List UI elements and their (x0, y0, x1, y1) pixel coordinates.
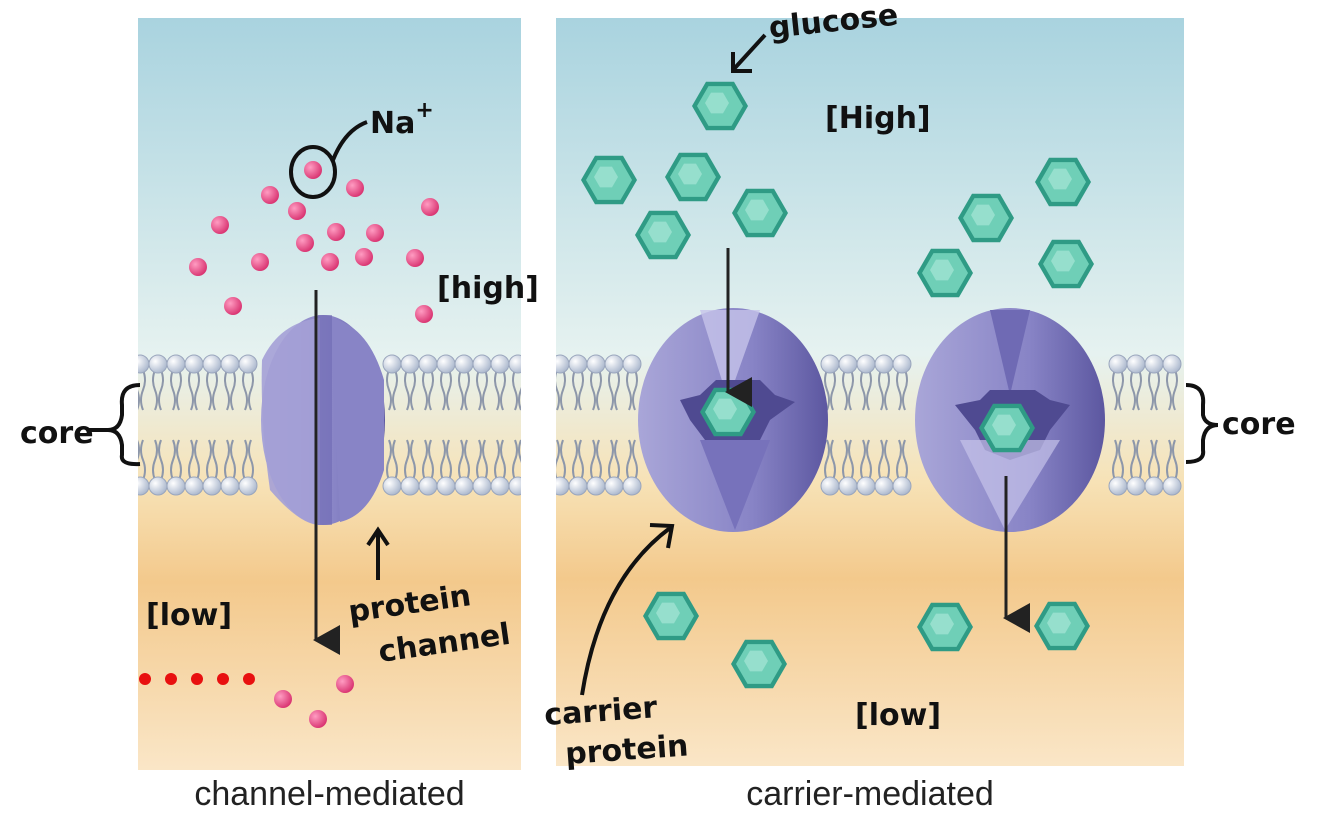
sodium-ion (189, 258, 207, 276)
right-annotations: glucose [High] [low] core carrier protei… (543, 0, 1295, 772)
glucose-molecule (917, 248, 973, 298)
right-low-label: [low] (855, 698, 941, 733)
left-annotations: Na+ [high] [low] core protein channel (20, 98, 539, 685)
glucose-molecule (1035, 157, 1091, 207)
glucose-molecule (1038, 239, 1094, 289)
na-pointer-line (331, 120, 368, 161)
left-core-bracket (88, 383, 141, 467)
left-low-label: [low] (146, 598, 232, 633)
glucose-molecule (732, 188, 788, 238)
na-label: Na+ (370, 98, 434, 141)
right-core-label: core (1222, 407, 1296, 442)
left-core-label: core (20, 416, 94, 451)
carrier-label: carrier (543, 690, 658, 733)
sodium-ions (189, 161, 439, 728)
sodium-ion (321, 253, 339, 271)
sodium-ion (261, 186, 279, 204)
sodium-ion (355, 248, 373, 266)
sodium-ion (211, 216, 229, 234)
left-high-label: [high] (437, 271, 539, 306)
sodium-ion (336, 675, 354, 693)
glucose-molecule (917, 602, 973, 652)
glucose-molecule (581, 155, 637, 205)
sodium-ion (224, 297, 242, 315)
red-dotted-marker (139, 673, 255, 685)
na-ion-circle (289, 145, 337, 199)
sodium-ion (251, 253, 269, 271)
carrier-protein-pointer (580, 523, 675, 696)
glucose-pointer-arrow (731, 33, 767, 73)
sodium-ion (415, 305, 433, 323)
glucose-molecule (635, 210, 691, 260)
sodium-ion (406, 249, 424, 267)
right-membrane (556, 354, 1182, 496)
protein-channel-pointer (366, 526, 390, 580)
sodium-ion (346, 179, 364, 197)
sodium-ion (288, 202, 306, 220)
right-panel (556, 18, 1184, 766)
glucose-molecules (581, 81, 1094, 689)
right-high-label: [High] (825, 101, 931, 136)
sodium-ion (327, 223, 345, 241)
carrier-mediated-caption: carrier-mediated (746, 775, 994, 813)
left-membrane (138, 354, 521, 496)
protein-label-right: protein (564, 728, 689, 772)
protein-channel (261, 315, 385, 525)
glucose-molecule (731, 639, 787, 689)
sodium-ion (421, 198, 439, 216)
glucose-molecule (692, 81, 748, 131)
sodium-ion (366, 224, 384, 242)
glucose-molecule (1034, 601, 1090, 651)
right-core-bracket (1185, 383, 1219, 464)
glucose-molecule (643, 591, 699, 641)
glucose-molecule (665, 152, 721, 202)
glucose-molecule (958, 193, 1014, 243)
sodium-ion (304, 161, 322, 179)
sodium-ion (274, 690, 292, 708)
left-panel (138, 18, 521, 770)
sodium-ion (309, 710, 327, 728)
sodium-ion (296, 234, 314, 252)
glucose-molecule (979, 403, 1035, 453)
channel-mediated-caption: channel-mediated (194, 775, 465, 813)
